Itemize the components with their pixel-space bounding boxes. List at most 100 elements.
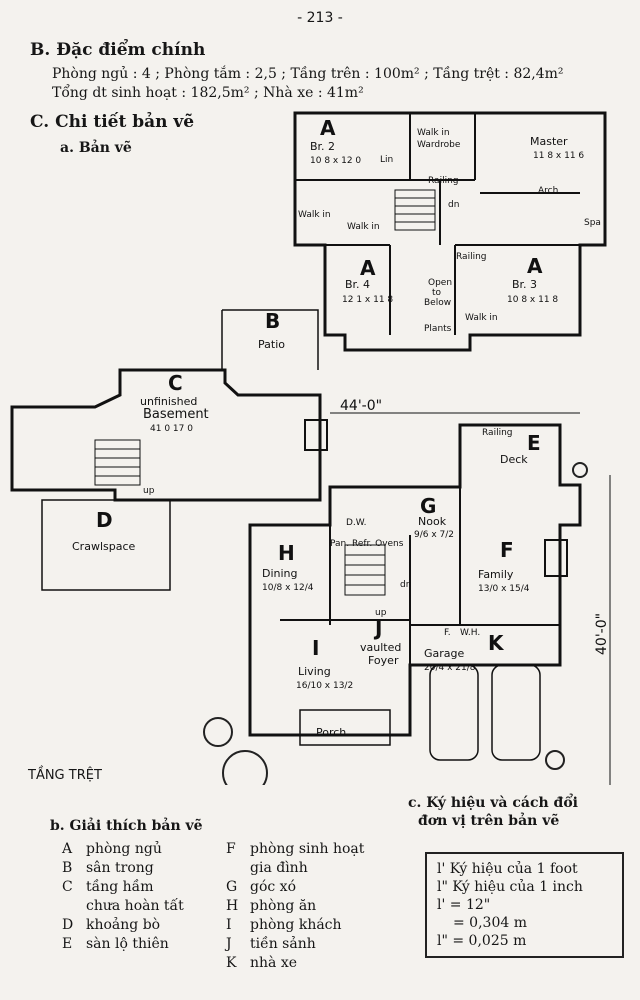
basement-up: up <box>143 486 155 496</box>
main-dn: dn <box>400 580 411 590</box>
br3-label: Br. 3 <box>512 278 537 291</box>
wardrobe-label-1: Walk in <box>417 128 450 138</box>
br2-dim: 10 8 x 12 0 <box>310 156 361 166</box>
dining-dim: 10/8 x 12/4 <box>262 583 314 593</box>
family-dim: 13/0 x 15/4 <box>478 584 530 594</box>
units-inch: l" Ký hiệu của 1 inch <box>437 879 583 895</box>
lin-label: Lin <box>380 155 393 165</box>
family-letter: F <box>500 538 514 562</box>
width-dimension: 44'-0" <box>340 398 382 414</box>
porch-outline <box>299 709 391 746</box>
units-foot-in-meters: = 0,304 m <box>453 915 527 931</box>
dining-letter: H <box>278 541 295 565</box>
basement-label-2: Basement <box>143 407 209 422</box>
walk-in-br4: Walk in <box>298 210 331 220</box>
railing-upper: Railing <box>428 176 459 186</box>
patio-letter: B <box>265 309 280 333</box>
units-foot: l' Ký hiệu của 1 foot <box>437 861 578 877</box>
section-b-title: B. Đặc điểm chính <box>30 40 206 60</box>
basement-dim: 41 0 17 0 <box>150 424 193 434</box>
nook-letter: G <box>420 494 436 518</box>
subsection-a-title: a. Bản vẽ <box>60 140 132 156</box>
br4-label: Br. 4 <box>345 278 370 291</box>
units-foot-in-inches: l' = 12" <box>437 897 491 913</box>
railing-deck: Railing <box>482 428 513 438</box>
walk-in-br3: Walk in <box>465 313 498 323</box>
walk-in-br2: Walk in <box>347 222 380 232</box>
legend-item-f-cont: gia đình <box>250 860 308 876</box>
railing-mid: Railing <box>456 252 487 262</box>
garage-label: Garage <box>424 647 465 660</box>
br4-dim: 12 1 x 11 8 <box>342 295 393 305</box>
subsection-c-title-2: đơn vị trên bản vẽ <box>418 813 560 829</box>
specs-line-1: Phòng ngủ : 4 ; Phòng tắm : 2,5 ; Tầng t… <box>52 66 564 82</box>
basement-outline <box>10 368 322 502</box>
br2-letter: A <box>320 116 336 140</box>
patio-label: Patio <box>258 338 285 351</box>
nook-dim: 9/6 x 7/2 <box>414 530 454 540</box>
units-inch-in-meters: l" = 0,025 m <box>437 933 527 949</box>
foyer-letter: J <box>373 616 382 640</box>
dn-upper: dn <box>448 200 459 210</box>
wardrobe-label-2: Wardrobe <box>417 140 461 150</box>
master-label: Master <box>530 135 568 148</box>
nook-label: Nook <box>418 515 447 528</box>
living-dim: 16/10 x 13/2 <box>296 681 353 691</box>
br4-letter: A <box>360 256 376 280</box>
open-below-2: to <box>432 288 442 298</box>
subsection-c-title-1: c. Ký hiệu và cách đổi <box>408 795 578 811</box>
br3-letter: A <box>527 254 543 278</box>
crawlspace-label: Crawlspace <box>72 540 135 553</box>
page-number: - 213 - <box>297 10 343 26</box>
spa-label: Spa <box>584 218 601 228</box>
deck-label: Deck <box>500 453 528 466</box>
dw-label: D.W. <box>346 518 367 528</box>
crawlspace-letter: D <box>96 508 113 532</box>
br3-dim: 10 8 x 11 8 <box>507 295 558 305</box>
living-letter: I <box>312 636 319 660</box>
open-below-3: Below <box>424 298 451 308</box>
garage-letter: K <box>488 631 505 655</box>
garage-dim: 20/4 x 21/8 <box>424 663 476 673</box>
dining-label: Dining <box>262 567 298 580</box>
landscape-trees <box>203 462 588 785</box>
subsection-b-title: b. Giải thích bản vẽ <box>50 818 203 834</box>
garage-car-1 <box>429 664 479 761</box>
floor-label: TẦNG TRỆT <box>28 768 102 783</box>
specs-line-2: Tổng dt sinh hoạt : 182,5m² ; Nhà xe : 4… <box>52 85 364 101</box>
arch-label: Arch <box>538 186 558 196</box>
foyer-label-1: vaulted <box>360 641 401 654</box>
open-below-1: Open <box>428 278 452 288</box>
wh-label: W.H. <box>460 628 480 638</box>
main-up: up <box>375 608 387 618</box>
garage-car-2 <box>491 664 541 761</box>
foyer-label-2: Foyer <box>368 654 399 667</box>
legend-item-c-cont: chưa hoàn tất <box>86 898 184 914</box>
fw-label: F. <box>444 628 451 638</box>
family-label: Family <box>478 568 514 581</box>
units-conversion-box: l' Ký hiệu của 1 foot l" Ký hiệu của 1 i… <box>425 852 624 958</box>
plants-label: Plants <box>424 324 452 334</box>
br2-label: Br. 2 <box>310 140 335 153</box>
master-dim: 11 8 x 11 6 <box>533 151 584 161</box>
crawlspace-outline <box>41 499 171 591</box>
pantry-refr-ovens: Pan. Refr. Ovens <box>330 539 404 549</box>
basement-label-1: unfinished <box>140 395 197 408</box>
floor-plan-drawing: A Br. 2 10 8 x 12 0 Master 11 8 x 11 6 L… <box>10 111 611 785</box>
basement-letter: C <box>168 371 183 395</box>
patio-outline <box>222 309 319 370</box>
deck-letter: E <box>527 431 541 455</box>
section-c-title: C. Chi tiết bản vẽ <box>30 112 195 132</box>
living-label: Living <box>298 665 331 678</box>
